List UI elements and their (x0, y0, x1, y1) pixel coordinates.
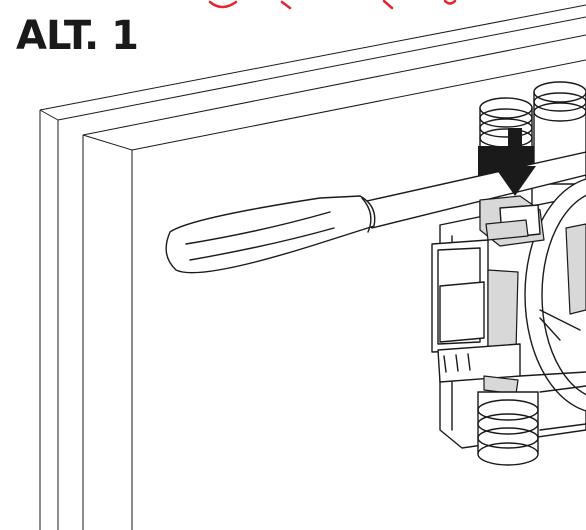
installation-box (431, 178, 586, 449)
top-accent-marks (208, 0, 457, 10)
down-arrow-icon (494, 128, 536, 196)
wall-frame (39, 4, 586, 530)
front-conduit-pipe (477, 385, 586, 466)
top-mounting-clip (479, 195, 545, 247)
step-title: ALT. 1 (16, 13, 139, 59)
